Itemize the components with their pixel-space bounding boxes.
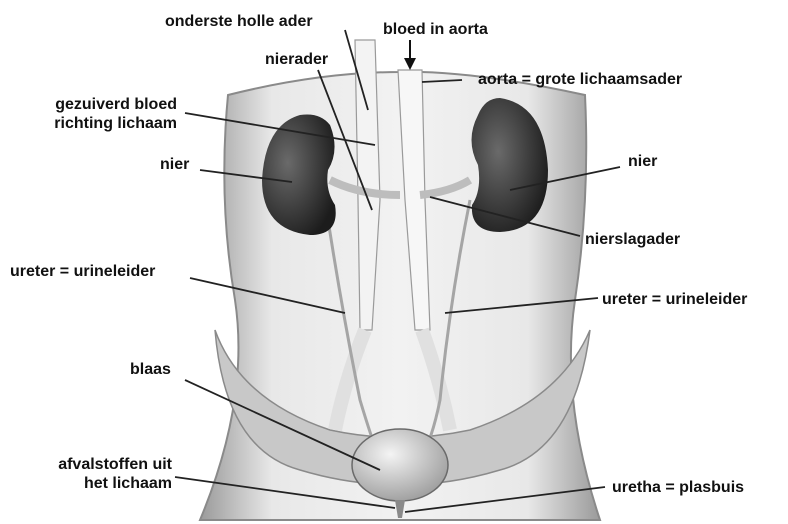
label-nier-left: nier <box>160 155 189 174</box>
arrow-head <box>404 58 416 70</box>
label-afvalstoffen-line2: het lichaam <box>15 474 172 493</box>
label-nierader: nierader <box>265 50 328 69</box>
label-onderste-holle-ader: onderste holle ader <box>165 12 313 31</box>
label-nier-right: nier <box>628 152 657 171</box>
bladder <box>352 429 448 501</box>
label-bloed-in-aorta: bloed in aorta <box>383 20 488 39</box>
label-uretha: uretha = plasbuis <box>612 478 744 497</box>
label-afvalstoffen-line1: afvalstoffen uit <box>15 455 172 474</box>
label-gezuiverd-bloed-line2: richting lichaam <box>22 114 177 133</box>
label-aorta: aorta = grote lichaamsader <box>478 70 682 89</box>
label-nierslagader: nierslagader <box>585 230 680 249</box>
label-blaas: blaas <box>130 360 171 379</box>
label-afvalstoffen: afvalstoffen uit het lichaam <box>15 455 172 493</box>
label-gezuiverd-bloed: gezuiverd bloed richting lichaam <box>22 95 177 133</box>
label-gezuiverd-bloed-line1: gezuiverd bloed <box>22 95 177 114</box>
label-ureter-left: ureter = urineleider <box>10 262 155 281</box>
label-ureter-right: ureter = urineleider <box>602 290 747 309</box>
